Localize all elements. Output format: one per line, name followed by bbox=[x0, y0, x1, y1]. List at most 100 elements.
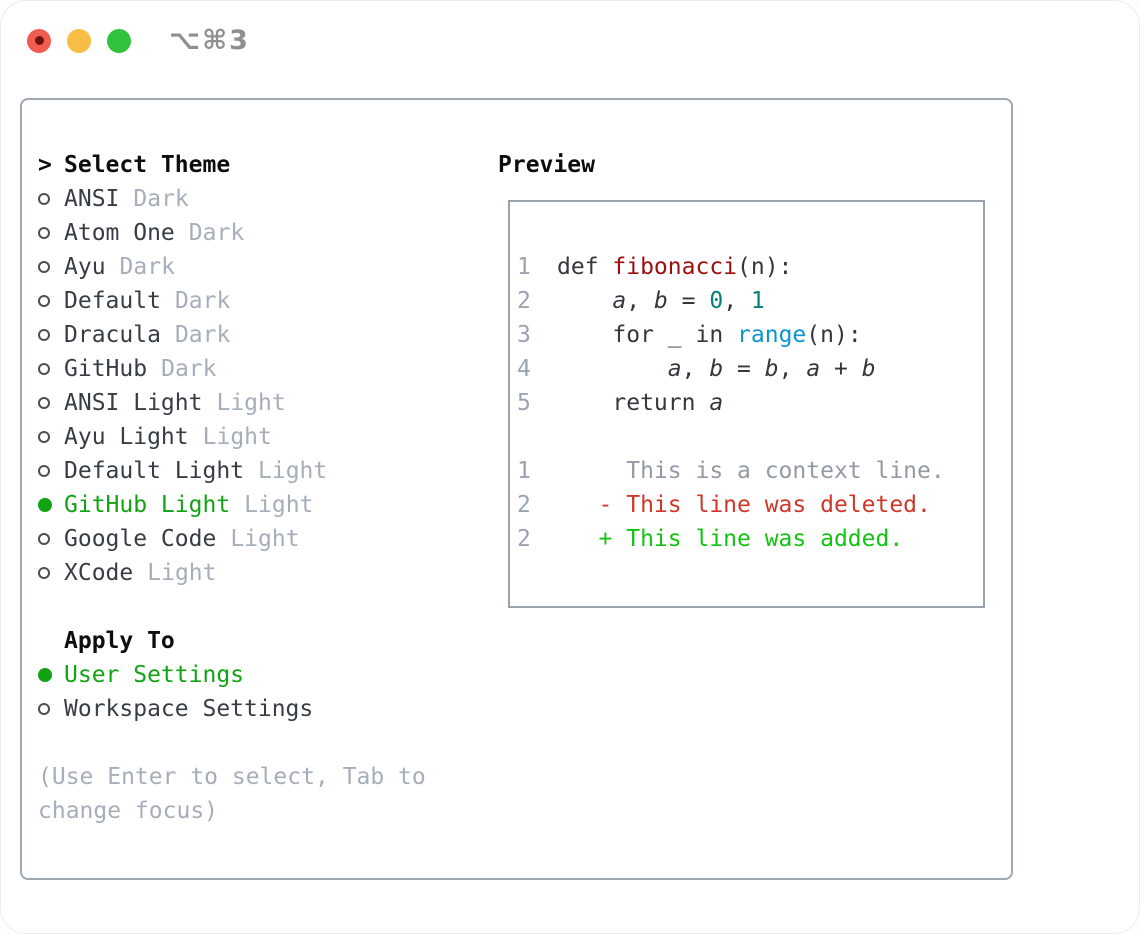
radio-unselected-icon bbox=[38, 567, 50, 579]
apply-to-header: Apply To bbox=[38, 624, 313, 658]
code-line: 2 a, b = 0, 1 bbox=[517, 284, 983, 318]
close-dot-icon bbox=[34, 36, 44, 45]
variant-label: Light bbox=[216, 390, 286, 416]
code-text: a, b = 0, 1 bbox=[612, 288, 765, 314]
theme-item[interactable]: GitHub Dark bbox=[38, 352, 327, 386]
titlebar: ⌥⌘3 bbox=[27, 25, 250, 56]
option-label: Ayu Light bbox=[64, 424, 189, 450]
code-text: + This line was added. bbox=[557, 526, 904, 552]
code-text: return a bbox=[612, 390, 724, 416]
radio-unselected-icon bbox=[38, 703, 50, 715]
line-number: 2 bbox=[517, 526, 531, 552]
apply-option[interactable]: User Settings bbox=[38, 658, 313, 692]
radio-unselected-icon bbox=[38, 295, 50, 307]
maximize-button[interactable] bbox=[107, 28, 131, 53]
variant-label: Dark bbox=[133, 186, 189, 212]
variant-label: Light bbox=[202, 424, 272, 450]
radio-unselected-icon bbox=[38, 261, 50, 273]
theme-item[interactable]: Ayu Dark bbox=[38, 250, 327, 284]
line-number: 1 bbox=[517, 458, 531, 484]
variant-label: Light bbox=[244, 492, 314, 518]
radio-unselected-icon bbox=[38, 465, 50, 477]
option-label: ANSI Light bbox=[64, 390, 203, 416]
option-label: GitHub bbox=[64, 356, 148, 382]
line-number: 5 bbox=[517, 390, 531, 416]
radio-unselected-icon bbox=[38, 363, 50, 375]
theme-item[interactable]: Google Code Light bbox=[38, 522, 327, 556]
variant-label: Light bbox=[147, 560, 217, 586]
theme-item[interactable]: XCode Light bbox=[38, 556, 327, 590]
option-label: GitHub Light bbox=[64, 492, 231, 518]
theme-item[interactable]: Default Dark bbox=[38, 284, 327, 318]
code-line: 1 This is a context line. bbox=[517, 454, 983, 488]
variant-label: Dark bbox=[174, 322, 231, 348]
theme-item[interactable]: GitHub Light Light bbox=[38, 488, 327, 522]
variant-label: Light bbox=[258, 458, 328, 484]
option-label: Ayu bbox=[64, 254, 106, 280]
code-line: 2 + This line was added. bbox=[517, 522, 983, 556]
option-label: Dracula bbox=[64, 322, 161, 348]
theme-item[interactable]: Atom One Dark bbox=[38, 216, 327, 250]
option-label: Default bbox=[64, 288, 161, 314]
option-label: Default Light bbox=[64, 458, 245, 484]
variant-label: Dark bbox=[174, 288, 231, 314]
variant-label: Light bbox=[230, 526, 300, 552]
code-line: 3 for _ in range(n): bbox=[517, 318, 983, 352]
prompt-icon: > bbox=[38, 152, 52, 178]
radio-unselected-icon bbox=[38, 227, 50, 239]
theme-item[interactable]: Default Light Light bbox=[38, 454, 327, 488]
option-label: Atom One bbox=[64, 220, 175, 246]
code-line: 2 - This line was deleted. bbox=[517, 488, 983, 522]
code-line: 5 return a bbox=[517, 386, 983, 420]
code-line bbox=[517, 420, 983, 454]
select-theme-title: Select Theme bbox=[64, 152, 231, 178]
theme-item[interactable]: ANSI Light Light bbox=[38, 386, 327, 420]
apply-option[interactable]: Workspace Settings bbox=[38, 692, 313, 726]
preview-title: Preview bbox=[498, 152, 595, 178]
code-line: 1 def fibonacci(n): bbox=[517, 250, 983, 284]
radio-unselected-icon bbox=[38, 533, 50, 545]
code-text: - This line was deleted. bbox=[557, 492, 931, 518]
window-shortcut-label: ⌥⌘3 bbox=[169, 25, 250, 56]
line-number: 4 bbox=[517, 356, 531, 382]
hint-text: (Use Enter to select, Tab to change focu… bbox=[38, 764, 426, 824]
variant-label: Dark bbox=[161, 356, 217, 382]
apply-to-title: Apply To bbox=[64, 628, 175, 654]
variant-label: Dark bbox=[119, 254, 175, 280]
variant-label: Dark bbox=[188, 220, 245, 246]
option-label: Workspace Settings bbox=[64, 696, 314, 722]
radio-unselected-icon bbox=[38, 193, 50, 205]
option-label: ANSI bbox=[64, 186, 120, 212]
preview-header: Preview bbox=[498, 148, 595, 182]
radio-unselected-icon bbox=[38, 329, 50, 341]
option-label: Google Code bbox=[64, 526, 217, 552]
theme-item[interactable]: Ayu Light Light bbox=[38, 420, 327, 454]
line-number: 2 bbox=[517, 288, 531, 314]
line-number: 1 bbox=[517, 254, 531, 280]
select-theme-header: > Select Theme bbox=[38, 148, 327, 182]
radio-unselected-icon bbox=[38, 431, 50, 443]
line-number: 3 bbox=[517, 322, 531, 348]
option-label: XCode bbox=[64, 560, 134, 586]
radio-selected-icon bbox=[38, 498, 52, 512]
radio-unselected-icon bbox=[38, 397, 50, 409]
close-button[interactable] bbox=[27, 28, 51, 53]
code-text: def fibonacci(n): bbox=[557, 254, 793, 280]
code-text: a, b = b, a + b bbox=[667, 356, 876, 382]
code-line: 4 a, b = b, a + b bbox=[517, 352, 983, 386]
radio-selected-icon bbox=[38, 668, 52, 682]
option-label: User Settings bbox=[64, 662, 245, 688]
theme-item[interactable]: Dracula Dark bbox=[38, 318, 327, 352]
line-number: 2 bbox=[517, 492, 531, 518]
minimize-button[interactable] bbox=[67, 28, 91, 53]
code-text: for _ in range(n): bbox=[612, 322, 862, 348]
code-text: This is a context line. bbox=[557, 458, 945, 484]
theme-item[interactable]: ANSI Dark bbox=[38, 182, 327, 216]
